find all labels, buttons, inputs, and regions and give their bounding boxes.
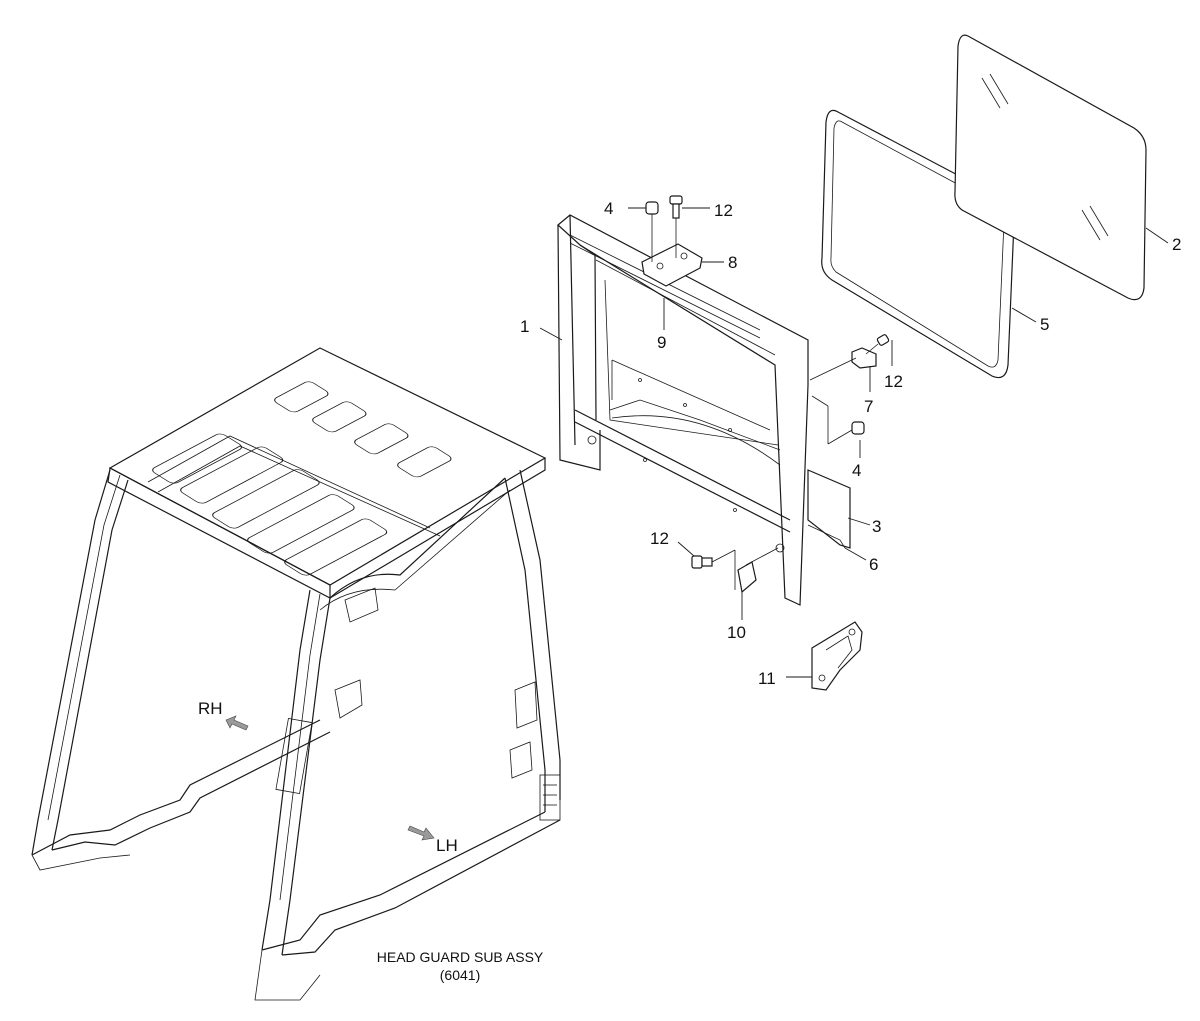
bolt-12-side	[865, 334, 890, 355]
callout-12-top: 12	[714, 201, 733, 220]
rh-direction-marker: RH	[198, 699, 249, 731]
callout-4-side: 4	[852, 461, 861, 480]
callout-12-side: 12	[884, 372, 903, 391]
bracket-11	[811, 621, 863, 691]
side-bracket-7	[809, 347, 877, 445]
lh-front-pillar	[504, 469, 561, 821]
base-rails	[31, 719, 561, 1001]
lower-plate-3	[807, 469, 851, 549]
lh-label: LH	[436, 836, 458, 855]
bolt-12-top	[669, 195, 683, 258]
bolt-12-lower	[691, 549, 736, 590]
roof-openings	[152, 381, 452, 576]
callout-5: 5	[1040, 315, 1049, 334]
callout-6: 6	[869, 555, 878, 574]
callout-3: 3	[872, 517, 881, 536]
window-glass-2	[954, 34, 1147, 301]
rear-panel-frame	[557, 214, 809, 606]
callout-10: 10	[727, 623, 746, 642]
seal-strip-6	[807, 524, 846, 549]
callout-2: 2	[1172, 235, 1181, 254]
callout-12-lower: 12	[650, 529, 669, 548]
rh-rear-pillar	[261, 589, 331, 956]
callout-4-top: 4	[604, 199, 613, 218]
clip-10	[737, 547, 779, 594]
callout-1: 1	[520, 317, 529, 336]
lh-arrow-icon	[407, 825, 435, 841]
callout-9: 9	[657, 333, 666, 352]
rh-arrow-icon	[225, 715, 249, 731]
rh-label: RH	[198, 699, 223, 718]
lh-direction-marker: LH	[407, 825, 458, 855]
callout-7: 7	[864, 397, 873, 416]
leader-lines	[539, 207, 1169, 678]
assembly-caption-code: (6041)	[440, 967, 480, 983]
callout-8: 8	[728, 253, 737, 272]
top-bracket-8	[641, 243, 703, 287]
assembly-caption-title: HEAD GUARD SUB ASSY	[377, 949, 544, 965]
nut-4-side	[851, 421, 865, 435]
rh-front-pillar	[31, 469, 129, 856]
head-guard-frame	[31, 347, 561, 1001]
callout-11: 11	[758, 669, 776, 688]
nut-4-top	[645, 201, 659, 262]
